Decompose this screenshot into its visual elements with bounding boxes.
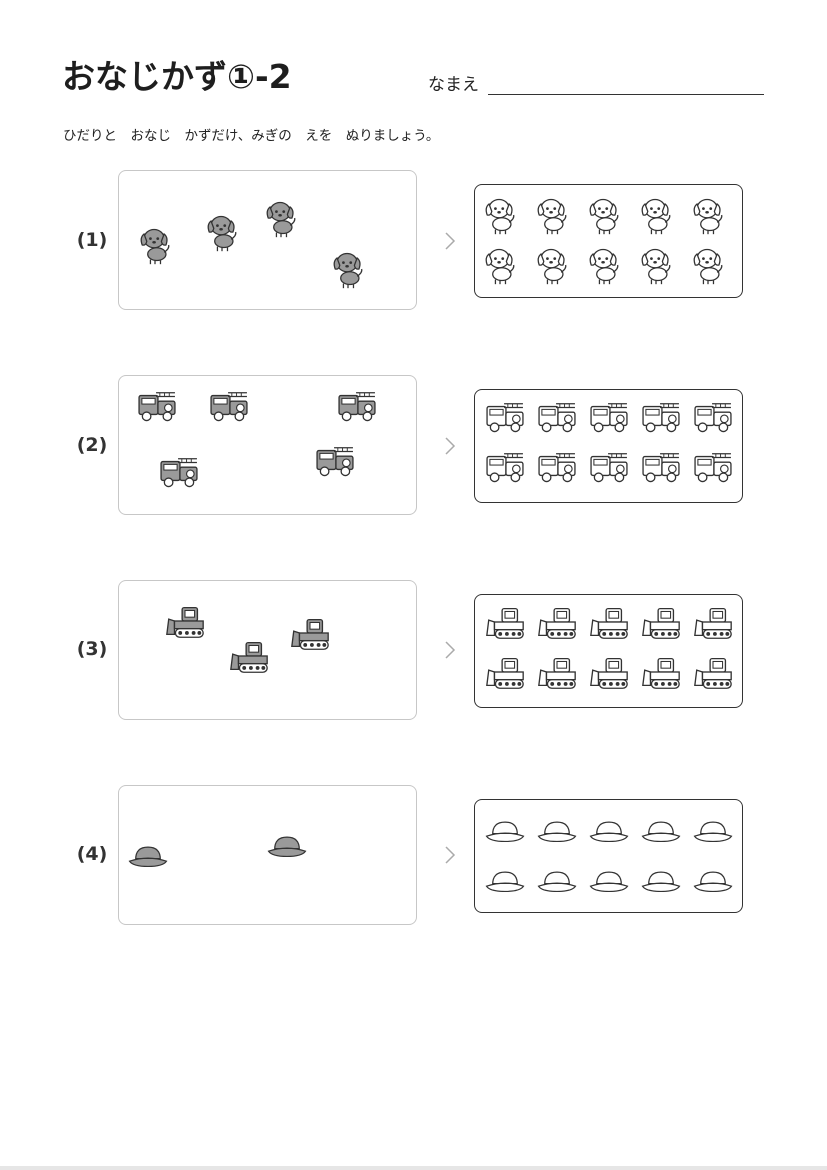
question-1-sample-box (118, 170, 417, 310)
dog-icon[interactable] (483, 244, 517, 286)
fire-truck-icon (210, 392, 248, 422)
bulldozer-icon[interactable] (639, 654, 683, 690)
dog-icon (333, 252, 363, 289)
question-4-sample-box (118, 785, 417, 925)
fire-truck-icon[interactable] (691, 399, 735, 433)
hat-icon[interactable] (639, 815, 683, 845)
bulldozer-icon[interactable] (639, 604, 683, 640)
hat-icon[interactable] (639, 865, 683, 895)
question-1-label: (1) (76, 229, 108, 251)
dog-icon (266, 201, 296, 238)
fire-truck-icon[interactable] (535, 449, 579, 483)
dog-icon (140, 228, 170, 265)
fire-truck-icon (316, 447, 354, 477)
hat-icon[interactable] (483, 865, 527, 895)
bulldozer-icon (230, 641, 268, 673)
question-1-answer-box (474, 184, 743, 298)
dog-icon[interactable] (639, 194, 673, 236)
bulldozer-icon (291, 618, 329, 650)
bulldozer-icon[interactable] (587, 604, 631, 640)
page-bottom-edge (0, 1166, 827, 1170)
dog-icon[interactable] (691, 244, 725, 286)
hat-icon[interactable] (587, 815, 631, 845)
bulldozer-icon[interactable] (691, 654, 735, 690)
hat-icon[interactable] (691, 815, 735, 845)
question-3-answer-box (474, 594, 743, 708)
hat-icon[interactable] (535, 865, 579, 895)
name-label: なまえ (428, 75, 479, 95)
bulldozer-icon[interactable] (691, 604, 735, 640)
dog-icon[interactable] (587, 194, 621, 236)
dog-icon[interactable] (587, 244, 621, 286)
dog-icon[interactable] (691, 194, 725, 236)
question-4-label: (4) (76, 843, 108, 865)
hat-icon (267, 836, 307, 858)
bulldozer-icon[interactable] (483, 604, 527, 640)
fire-truck-icon[interactable] (535, 399, 579, 433)
question-3-sample-box (118, 580, 417, 720)
fire-truck-icon[interactable] (483, 399, 527, 433)
arrow-right-icon (445, 437, 456, 455)
fire-truck-icon[interactable] (483, 449, 527, 483)
question-3-label: (3) (76, 638, 108, 660)
question-2-sample-box (118, 375, 417, 515)
fire-truck-icon (138, 392, 176, 422)
arrow-right-icon (445, 232, 456, 250)
fire-truck-icon[interactable] (587, 399, 631, 433)
hat-icon[interactable] (483, 815, 527, 845)
fire-truck-icon[interactable] (691, 449, 735, 483)
fire-truck-icon[interactable] (587, 449, 631, 483)
dog-icon[interactable] (639, 244, 673, 286)
page-title: おなじかず①-2 (62, 57, 292, 96)
question-4-answer-box (474, 799, 743, 913)
hat-icon[interactable] (535, 815, 579, 845)
dog-icon[interactable] (535, 194, 569, 236)
bulldozer-icon (166, 606, 204, 638)
fire-truck-icon (338, 392, 376, 422)
question-2-answer-box (474, 389, 743, 503)
fire-truck-icon[interactable] (639, 449, 683, 483)
dog-icon[interactable] (535, 244, 569, 286)
dog-icon (207, 215, 237, 252)
bulldozer-icon[interactable] (535, 654, 579, 690)
dog-icon[interactable] (483, 194, 517, 236)
bulldozer-icon[interactable] (483, 654, 527, 690)
question-2-label: (2) (76, 434, 108, 456)
hat-icon (128, 846, 168, 868)
fire-truck-icon (160, 458, 198, 488)
arrow-right-icon (445, 846, 456, 864)
fire-truck-icon[interactable] (639, 399, 683, 433)
name-field[interactable] (488, 94, 764, 95)
hat-icon[interactable] (587, 865, 631, 895)
instructions: ひだりと おなじ かずだけ、みぎの えを ぬりましょう。 (63, 128, 440, 144)
hat-icon[interactable] (691, 865, 735, 895)
bulldozer-icon[interactable] (535, 604, 579, 640)
bulldozer-icon[interactable] (587, 654, 631, 690)
arrow-right-icon (445, 641, 456, 659)
